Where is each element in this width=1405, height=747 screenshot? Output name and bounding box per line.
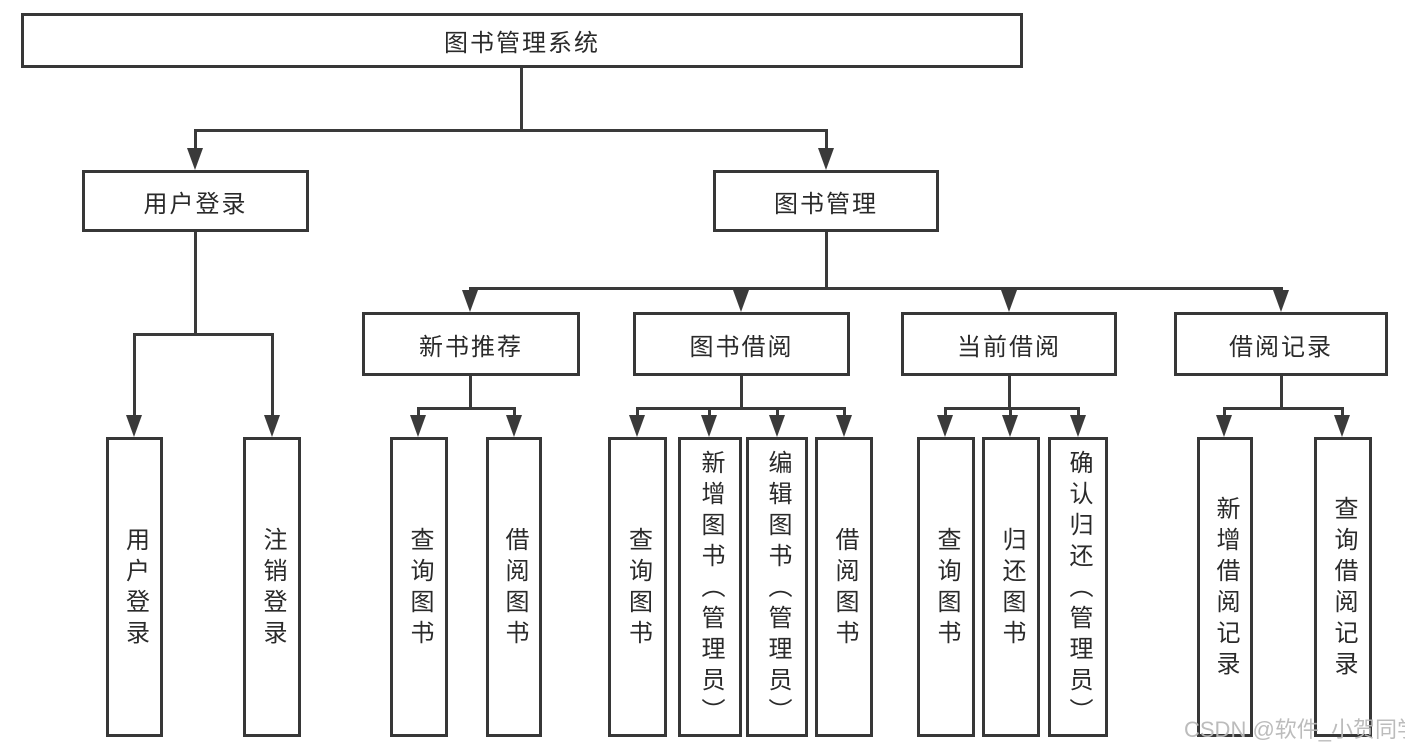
leaf-borrow-borrow-books: 借阅图书 [815, 437, 873, 737]
arrowhead [818, 148, 834, 170]
arrowhead [769, 415, 785, 437]
arrowhead [1216, 415, 1232, 437]
arrowhead [462, 290, 478, 312]
arrowhead [1334, 415, 1350, 437]
arrowhead [1001, 290, 1017, 312]
csdn-watermark: CSDN @软件_小贺同学 [1184, 717, 1405, 742]
node-book-borrow-label: 图书借阅 [689, 333, 794, 361]
arrowhead [1002, 415, 1018, 437]
arrowhead [264, 415, 280, 437]
connector-line [776, 407, 779, 419]
connector-line [194, 230, 197, 336]
leaf-records-add-record: 新增借阅记录 [1197, 437, 1253, 737]
leaf-borrow-query-books: 查询图书 [608, 437, 667, 737]
leaf-user-login: 用户登录 [106, 437, 163, 737]
arrowhead [629, 415, 645, 437]
node-new-book-recommend-label: 新书推荐 [419, 333, 523, 361]
node-borrow-records: 借阅记录 [1174, 312, 1388, 376]
node-current-borrow: 当前借阅 [901, 312, 1117, 376]
connector-line [520, 66, 523, 131]
arrowhead [1070, 415, 1086, 437]
connector-line [1077, 407, 1080, 419]
leaf-current-return-books: 归还图书 [982, 437, 1040, 737]
leaf-newbook-query-books: 查询图书 [390, 437, 448, 737]
connector-line [1341, 407, 1344, 419]
node-user-login: 用户登录 [82, 170, 309, 232]
arrowhead [410, 415, 426, 437]
connector-line [271, 333, 274, 419]
connector-line [825, 129, 828, 151]
connector-line [417, 407, 420, 419]
connector-line [194, 129, 197, 151]
connector-line [417, 407, 516, 410]
connector-line [740, 374, 743, 410]
connector-line [944, 407, 1080, 410]
leaf-current-confirm-return-admin: 确认归还（管理员） [1048, 437, 1108, 737]
leaf-logout: 注销登录 [243, 437, 301, 737]
arrowhead [937, 415, 953, 437]
node-root: 图书管理系统 [21, 13, 1023, 68]
leaf-current-query-books: 查询图书 [917, 437, 975, 737]
arrowhead [506, 415, 522, 437]
connector-line [708, 407, 711, 419]
node-root-label: 图书管理系统 [444, 30, 600, 57]
node-user-login-label: 用户登录 [143, 190, 248, 218]
connector-line [133, 333, 136, 419]
leaf-borrow-edit-books-admin: 编辑图书（管理员） [746, 437, 808, 737]
connector-line [1009, 407, 1012, 419]
connector-line [636, 407, 845, 410]
connector-line [636, 407, 639, 419]
node-book-management-label: 图书管理 [774, 190, 878, 218]
arrowhead [733, 290, 749, 312]
node-book-management: 图书管理 [713, 170, 939, 232]
connector-line [1223, 407, 1343, 410]
connector-line [469, 287, 1283, 290]
connector-line [1280, 374, 1283, 410]
connector-line [513, 407, 516, 419]
connector-line [1008, 374, 1011, 410]
arrowhead [701, 415, 717, 437]
node-borrow-records-label: 借阅记录 [1229, 333, 1333, 361]
node-new-book-recommend: 新书推荐 [362, 312, 580, 376]
connector-line [194, 129, 828, 132]
arrowhead [126, 415, 142, 437]
connector-line [1223, 407, 1226, 419]
connector-line [133, 333, 274, 336]
connector-line [944, 407, 947, 419]
connector-line [843, 407, 846, 419]
node-book-borrow: 图书借阅 [633, 312, 850, 376]
leaf-newbook-borrow-books: 借阅图书 [486, 437, 542, 737]
connector-line [825, 230, 828, 290]
node-current-borrow-label: 当前借阅 [957, 333, 1061, 361]
arrowhead [1273, 290, 1289, 312]
leaf-borrow-add-books-admin: 新增图书（管理员） [678, 437, 742, 737]
arrowhead [187, 148, 203, 170]
connector-line [469, 374, 472, 410]
leaf-records-query-record: 查询借阅记录 [1314, 437, 1372, 737]
arrowhead [836, 415, 852, 437]
